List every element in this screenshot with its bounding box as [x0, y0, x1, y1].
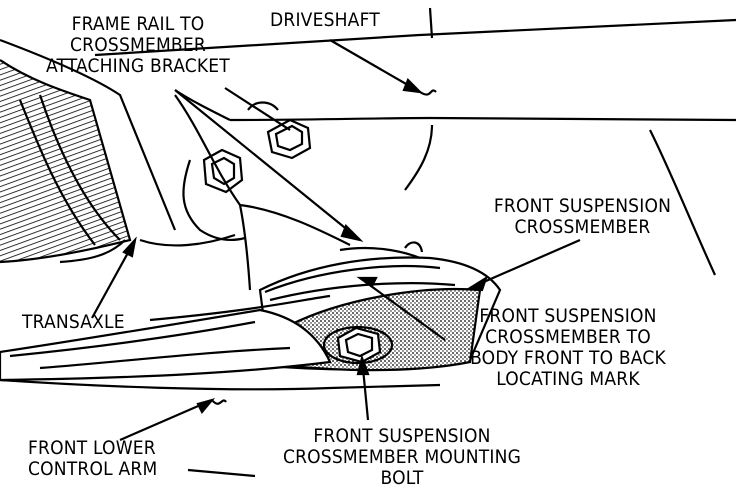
- locating-mark-label-line-2: CROSSMEMBER TO: [485, 326, 651, 348]
- transaxle-label: TRANSAXLE: [22, 312, 125, 333]
- frame-rail-bracket-label: FRAME RAIL TO CROSSMEMBER ATTACHING BRAC…: [28, 14, 248, 77]
- mounting-bolt: [322, 325, 394, 365]
- frame-rail-label-line-2: CROSSMEMBER: [70, 34, 206, 56]
- leader-lines: [91, 39, 581, 478]
- driveshaft-label-text: DRIVESHAFT: [270, 9, 380, 31]
- mounting-bolt-label-line-1: FRONT SUSPENSION: [313, 425, 491, 447]
- transaxle-label-text: TRANSAXLE: [22, 311, 125, 333]
- crossmember-label-line-1: FRONT SUSPENSION: [493, 195, 672, 217]
- transaxle-housing: [0, 38, 236, 264]
- locating-mark-label-line-3: BODY FRONT TO BACK: [470, 347, 666, 369]
- frame-rail-bracket: [174, 94, 351, 291]
- lower-arm-label-line-2: CONTROL ARM: [28, 458, 158, 480]
- mounting-bolt-label-line-3: BOLT: [380, 467, 424, 489]
- driveshaft-label: DRIVESHAFT: [270, 10, 380, 31]
- crossmember: [258, 241, 502, 372]
- locating-mark-label-line-4: LOCATING MARK: [496, 368, 640, 390]
- lower-control-arm-label: FRONT LOWER CONTROL ARM: [28, 438, 157, 480]
- crossmember-label: FRONT SUSPENSION CROSSMEMBER: [470, 196, 695, 238]
- crossmember-label-line-2: CROSSMEMBER: [514, 216, 651, 238]
- locating-mark-label-line-1: FRONT SUSPENSION: [479, 305, 657, 327]
- mounting-bolt-label-line-2: CROSSMEMBER MOUNTING: [282, 446, 522, 468]
- mounting-bolt-label: FRONT SUSPENSION CROSSMEMBER MOUNTING BO…: [262, 426, 542, 489]
- frame-rail-label-line-1: FRAME RAIL TO: [71, 13, 205, 35]
- frame-rail-label-line-3: ATTACHING BRACKET: [46, 55, 230, 77]
- driveshaft-nut: [247, 101, 312, 160]
- lower-arm-label-line-1: FRONT LOWER: [28, 437, 156, 459]
- locating-mark-label: FRONT SUSPENSION CROSSMEMBER TO BODY FRO…: [448, 306, 688, 390]
- lower-control-arm: [0, 308, 441, 391]
